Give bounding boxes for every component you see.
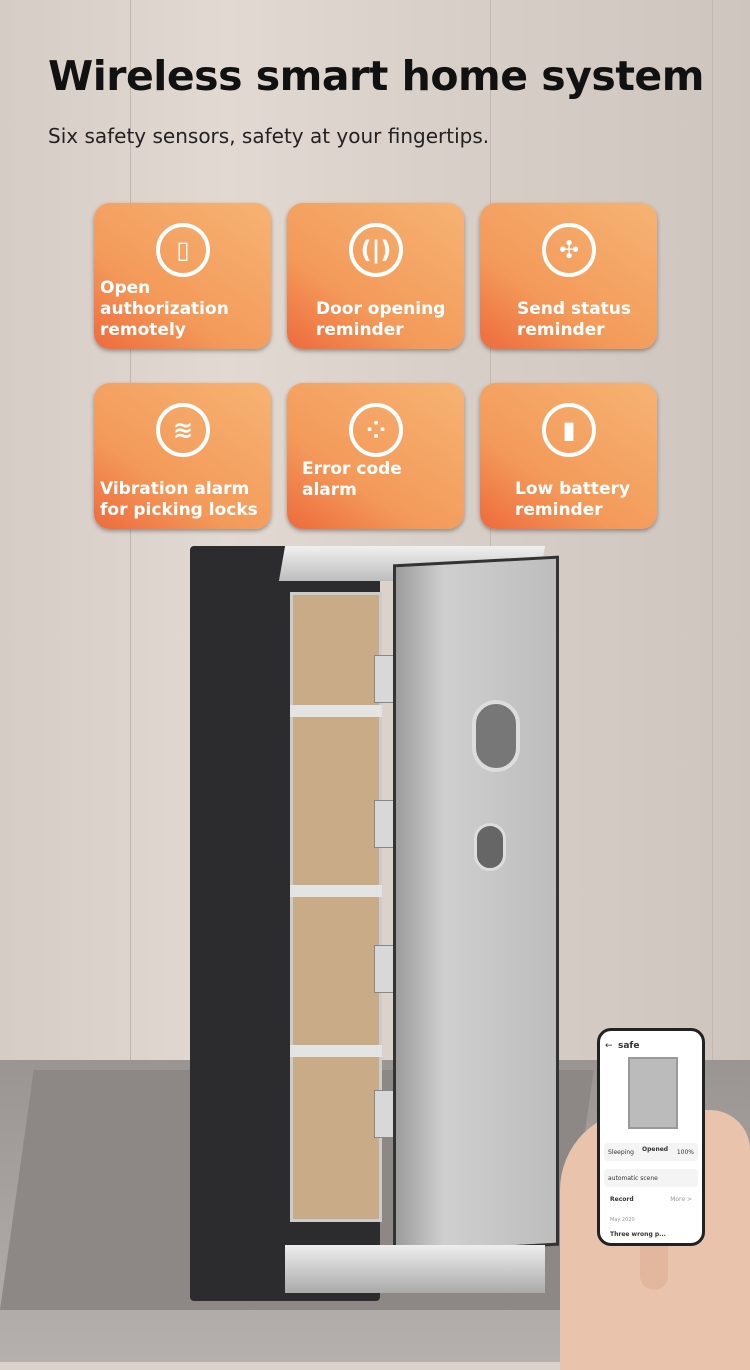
door-status: Opened bbox=[642, 1146, 669, 1153]
feature-label: Low battery reminder bbox=[515, 479, 631, 520]
fingerprint-lock bbox=[472, 700, 520, 772]
safe-interior bbox=[290, 592, 382, 1222]
safe-shelf bbox=[290, 705, 382, 717]
feature-card: (|) Door opening reminder bbox=[287, 203, 464, 349]
status-icon: ✣ bbox=[542, 223, 596, 277]
feature-card: ⁘Error code alarm bbox=[287, 383, 464, 529]
wall-panel-line bbox=[712, 0, 713, 1060]
safe-thumbnail bbox=[628, 1057, 678, 1129]
safe-knob bbox=[474, 823, 506, 871]
safe-door bbox=[393, 555, 559, 1255]
feature-card: ✣ Send status reminder bbox=[480, 203, 657, 349]
feature-label: Send status reminder bbox=[517, 299, 632, 340]
battery-icon: ▮ bbox=[542, 403, 596, 457]
record-heading: Record bbox=[610, 1196, 634, 1203]
phone-wireless-icon: ▯ bbox=[156, 223, 210, 277]
safe-bolt bbox=[374, 1090, 394, 1138]
app-title: safe bbox=[618, 1041, 640, 1051]
wall-panel-line bbox=[490, 0, 491, 1060]
feature-label: Vibration alarm for picking locks bbox=[100, 479, 258, 520]
subtitle: Six safety sensors, safety at your finge… bbox=[48, 124, 490, 148]
wall-panel-line bbox=[130, 0, 131, 1060]
battery-level: 100% bbox=[676, 1149, 694, 1156]
mode-text: Sleeping bbox=[608, 1149, 634, 1156]
back-arrow-icon: ← bbox=[605, 1041, 613, 1051]
feature-label: Open authorization remotely bbox=[100, 278, 229, 340]
feature-label: Error code alarm bbox=[302, 459, 402, 500]
record-date: May 2020 bbox=[610, 1217, 635, 1223]
feature-card: ▯Open authorization remotely bbox=[94, 203, 271, 349]
safe-bolt bbox=[374, 655, 394, 703]
safe-shelf bbox=[290, 1045, 382, 1057]
safe-bolt bbox=[374, 800, 394, 848]
feature-card: ▮ Low battery reminder bbox=[480, 383, 657, 529]
record-entry: Three wrong p... bbox=[610, 1231, 666, 1238]
scene-label: automatic scene bbox=[608, 1175, 658, 1182]
safe-bolt bbox=[374, 945, 394, 993]
status-row: Sleeping Opened 100% bbox=[604, 1143, 698, 1161]
automatic-scene-row[interactable]: automatic scene bbox=[604, 1169, 698, 1187]
vibration-icon: ≋ bbox=[156, 403, 210, 457]
safe-base bbox=[285, 1245, 545, 1293]
keypad-icon: ⁘ bbox=[349, 403, 403, 457]
safe-shelf bbox=[290, 885, 382, 897]
feature-card: ≋ Vibration alarm for picking locks bbox=[94, 383, 271, 529]
phone-app-screen: ← safe Sleeping Opened 100% automatic sc… bbox=[597, 1028, 705, 1246]
feature-label: Door opening reminder bbox=[316, 299, 446, 340]
page-title: Wireless smart home system bbox=[48, 52, 704, 100]
more-link[interactable]: More > bbox=[670, 1196, 692, 1203]
door-sensor-icon: (|) bbox=[349, 223, 403, 277]
